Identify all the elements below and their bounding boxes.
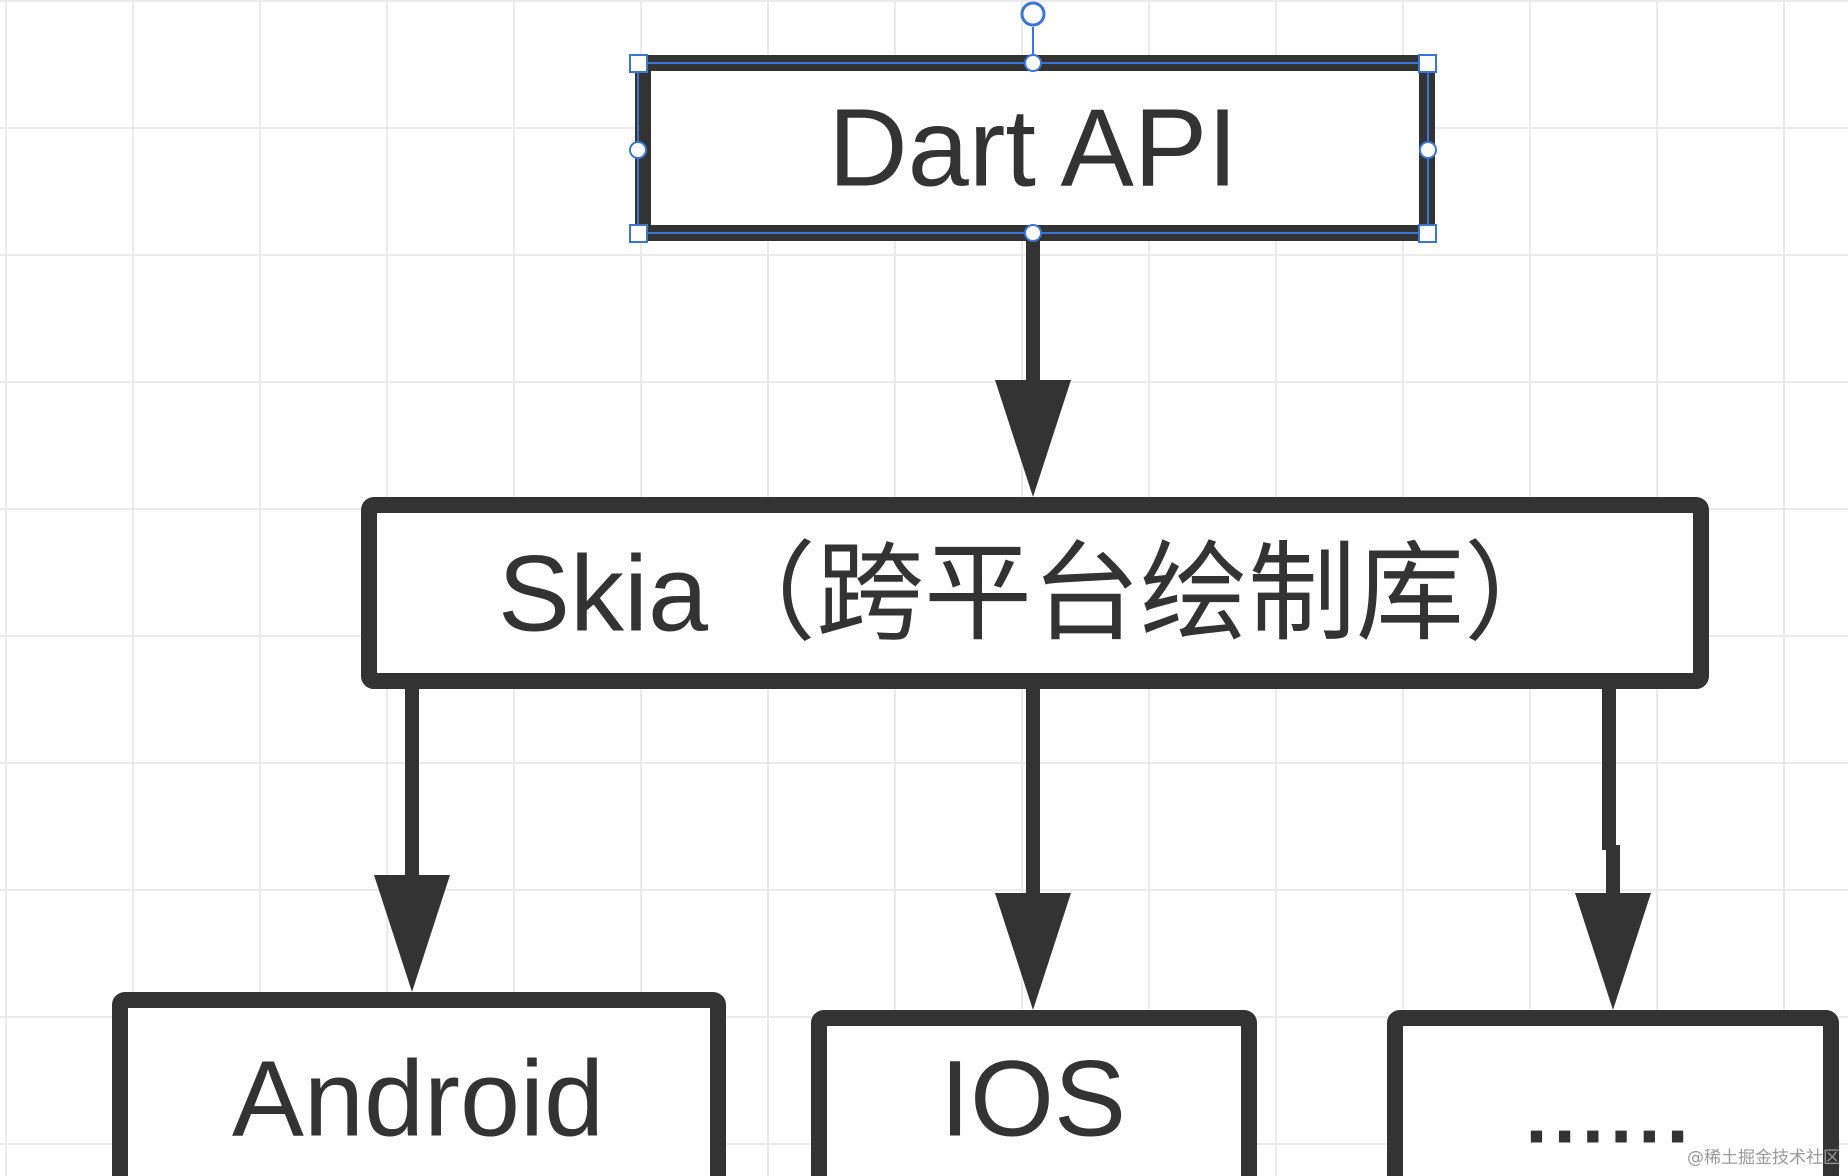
- node-dart-api[interactable]: Dart API: [635, 55, 1435, 241]
- selection-frame: [629, 1, 1437, 243]
- connection-point-bottom[interactable]: [1024, 224, 1042, 242]
- node-more-label: ......: [1525, 1071, 1694, 1160]
- edge-dart-to-skia[interactable]: [995, 236, 1071, 497]
- resize-handle-bottom-left[interactable]: [629, 224, 648, 243]
- node-skia[interactable]: Skia（跨平台绘制库）: [361, 497, 1709, 689]
- resize-handle-top-right[interactable]: [1418, 54, 1437, 73]
- edge-skia-to-android[interactable]: [374, 683, 450, 992]
- watermark: @稀土掘金技术社区: [1687, 1148, 1840, 1168]
- node-ios[interactable]: IOS: [811, 1010, 1257, 1176]
- node-android-label: Android: [232, 1038, 604, 1159]
- node-ios-label: IOS: [940, 1038, 1126, 1159]
- node-android[interactable]: Android: [112, 992, 726, 1176]
- edge-skia-to-more[interactable]: [1575, 683, 1651, 1010]
- node-dart-api-label: Dart API: [828, 87, 1238, 210]
- connection-point-left[interactable]: [629, 141, 647, 159]
- connection-point-top[interactable]: [1024, 54, 1042, 72]
- edge-skia-to-ios[interactable]: [995, 683, 1071, 1010]
- connection-point-right[interactable]: [1419, 141, 1437, 159]
- resize-handle-top-left[interactable]: [629, 54, 648, 73]
- rotate-handle[interactable]: [1020, 1, 1046, 27]
- node-more[interactable]: ......: [1387, 1010, 1839, 1176]
- node-skia-label: Skia（跨平台绘制库）: [498, 533, 1572, 654]
- resize-handle-bottom-right[interactable]: [1418, 224, 1437, 243]
